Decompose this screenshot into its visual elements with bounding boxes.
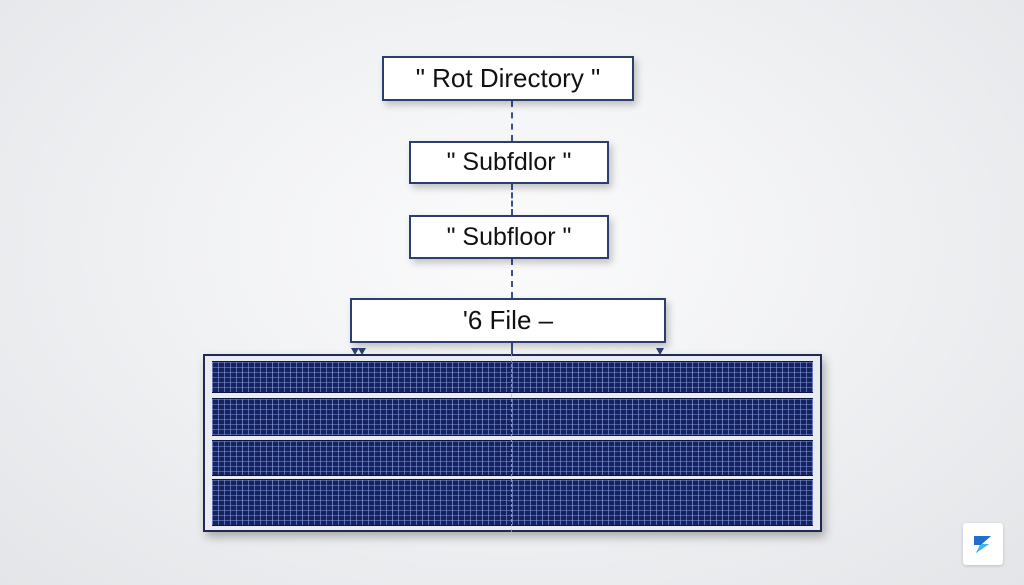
lightning-logo-icon-svg bbox=[974, 536, 991, 553]
file-grid-panel bbox=[203, 354, 822, 532]
grid-band bbox=[212, 361, 813, 393]
grid-band bbox=[212, 440, 813, 476]
node-subfolder-label: " Subfdlor " bbox=[446, 148, 572, 176]
node-file: '6 File – bbox=[350, 298, 666, 343]
node-subfloor: " Subfloor " bbox=[409, 215, 609, 259]
arrow-down-icon bbox=[358, 348, 366, 355]
connector-subfolder-to-subfloor bbox=[511, 184, 513, 215]
node-subfloor-label: " Subfloor " bbox=[446, 222, 572, 251]
connector-subfloor-to-file bbox=[511, 259, 513, 298]
lightning-logo-icon bbox=[963, 523, 1003, 565]
node-root-directory-label: " Rot Directory " bbox=[415, 63, 601, 93]
connector-grid-center-line bbox=[511, 354, 512, 532]
node-file-label: '6 File – bbox=[462, 305, 554, 335]
grid-band bbox=[212, 398, 813, 436]
connector-file-to-grid bbox=[511, 343, 513, 354]
arrow-down-icon bbox=[656, 348, 664, 355]
connector-root-to-subfolder bbox=[511, 101, 513, 141]
node-root-directory: " Rot Directory " bbox=[382, 56, 634, 101]
node-subfolder: " Subfdlor " bbox=[409, 141, 609, 184]
grid-band bbox=[212, 479, 813, 526]
arrow-down-icon bbox=[351, 348, 359, 355]
